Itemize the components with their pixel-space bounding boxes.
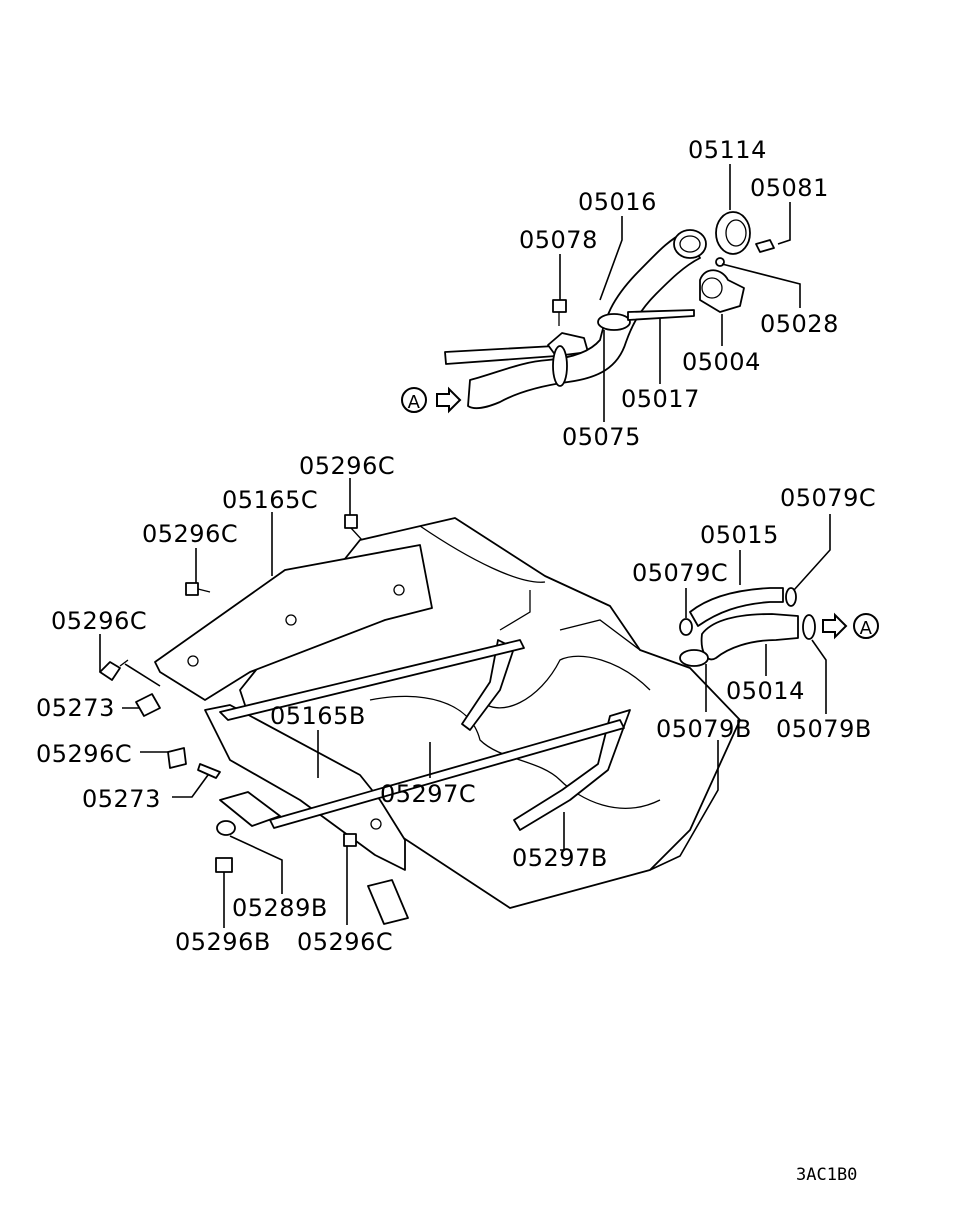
- part-label-05296c-bottom: 05296C: [297, 928, 393, 956]
- part-label-05296c-mid: 05296C: [36, 740, 132, 768]
- part-label-05079b-a: 05079B: [656, 715, 752, 743]
- part-label-05075: 05075: [562, 423, 641, 451]
- part-label-05165c: 05165C: [222, 486, 318, 514]
- filler-neck-assembly: [444, 211, 775, 409]
- marker-a-label: A: [860, 618, 873, 639]
- part-label-05079c-mid: 05079C: [632, 559, 728, 587]
- part-label-05289b: 05289B: [232, 894, 328, 922]
- part-label-05273-b: 05273: [82, 785, 161, 813]
- hose-assembly: [679, 587, 816, 667]
- part-label-05297b: 05297B: [512, 844, 608, 872]
- reference-marker-left: A: [401, 386, 462, 414]
- fuel-tank-assembly: [99, 514, 741, 925]
- part-label-05079c-top: 05079C: [780, 484, 876, 512]
- part-label-05079b-b: 05079B: [776, 715, 872, 743]
- part-label-05016: 05016: [578, 188, 657, 216]
- leader-lines: [99, 164, 831, 928]
- arrow-right-icon: [436, 386, 462, 414]
- part-label-05078: 05078: [519, 226, 598, 254]
- drawing-code: 3AC1B0: [796, 1165, 857, 1185]
- part-label-05014: 05014: [726, 677, 805, 705]
- part-label-05081: 05081: [750, 174, 829, 202]
- part-label-05015: 05015: [700, 521, 779, 549]
- part-label-05297c: 05297C: [380, 780, 476, 808]
- part-label-05273-a: 05273: [36, 694, 115, 722]
- part-label-05114: 05114: [688, 136, 767, 164]
- part-label-05004: 05004: [682, 348, 761, 376]
- part-label-05296b: 05296B: [175, 928, 271, 956]
- arrow-right-icon: [822, 612, 848, 640]
- part-label-05296c-left2: 05296C: [51, 607, 147, 635]
- part-label-05296c-top: 05296C: [299, 452, 395, 480]
- reference-marker-right: A: [822, 612, 879, 640]
- part-labels: 05114 05081 05016 05078 05028 05004 0501…: [36, 136, 876, 956]
- part-label-05165b: 05165B: [270, 702, 366, 730]
- marker-a-label: A: [408, 392, 421, 413]
- part-label-05028: 05028: [760, 310, 839, 338]
- part-label-05017: 05017: [621, 385, 700, 413]
- part-label-05296c-left: 05296C: [142, 520, 238, 548]
